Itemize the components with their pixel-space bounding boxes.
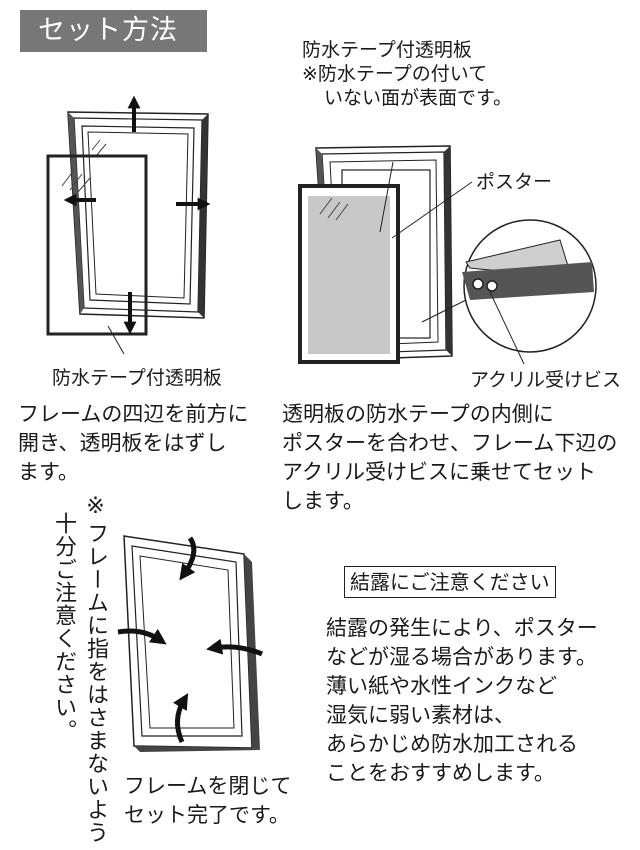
step1-desc-line: ます。 (18, 460, 79, 484)
notice-body: 結露の発生により、ポスター などが湿る場合があります。 薄い紙や水性インクなど … (326, 614, 598, 788)
notice-line: 結露の発生により、ポスター (326, 616, 598, 640)
section-title: セット方法 (20, 10, 207, 52)
notice-heading: 結露にご注意ください (344, 566, 556, 598)
step2-desc-line: ポスターを合わせ、フレーム下辺の (282, 431, 618, 455)
step1-desc-line: 開き、透明板をはずし (18, 431, 227, 455)
step3-desc-line: フレームを閉じて (124, 774, 292, 798)
step2-frame-illustration (298, 145, 597, 365)
close-arrow-top (179, 536, 197, 581)
caution-line: 十分ご注意ください。 (51, 512, 76, 742)
close-arrow-right (206, 638, 263, 657)
notice-line: ことをおすすめします。 (326, 761, 555, 785)
notice-line: などが湿る場合があります。 (326, 645, 597, 669)
step2-top-label: 防水テープ付透明板 ※防水テープの付いて いない面が表面です。 (302, 38, 512, 110)
step1-panel-label: 防水テープ付透明板 (52, 367, 222, 389)
screw-label: アクリル受けビス (470, 369, 622, 391)
notice-line: 薄い紙や水性インクなど (326, 674, 557, 698)
step2-label-line: いない面が表面です。 (324, 87, 513, 109)
step3-description: フレームを閉じて セット完了です。 (124, 772, 291, 830)
caution-line: フレームに指をはさまないよう (83, 522, 108, 844)
close-arrow-left (117, 628, 167, 645)
finger-caution-note: ※ フレームに指をはさまないよう 十分ご注意ください。 (44, 494, 110, 844)
step2-desc-line: 透明板の防水テープの内側に (282, 402, 554, 426)
notice-line: 湿気に弱い素材は、 (326, 703, 515, 727)
step3-desc-line: セット完了です。 (124, 803, 290, 827)
step3-frame-illustration (117, 535, 263, 752)
step2-desc-line: します。 (282, 489, 364, 513)
close-arrow-bottom (173, 693, 189, 744)
notice-line: あらかじめ防水加工される (326, 732, 578, 756)
poster-label: ポスター (476, 171, 553, 193)
step1-description: フレームの四辺を前方に 開き、透明板をはずし ます。 (18, 400, 248, 487)
step2-label-line: ※防水テープの付いて (302, 63, 488, 85)
step1-frame-illustration (46, 95, 211, 355)
clear-panel-shape (46, 154, 148, 336)
step2-description: 透明板の防水テープの内側に ポスターを合わせ、フレーム下辺の アクリル受けビスに… (282, 400, 617, 516)
step2-desc-line: アクリル受けビスに乗せてセット (282, 460, 596, 484)
step2-label-line: 防水テープ付透明板 (302, 39, 472, 61)
step1-desc-line: フレームの四辺を前方に (18, 402, 249, 426)
caution-mark: ※ (83, 494, 108, 520)
